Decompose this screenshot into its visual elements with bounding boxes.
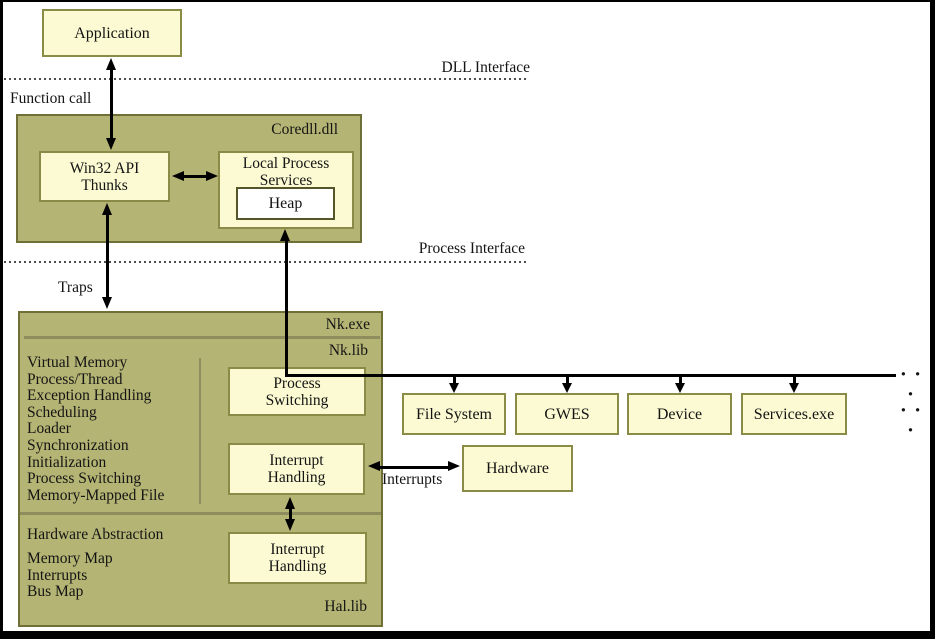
arrow-line-vertical (110, 68, 113, 140)
interrupt-handling-hal-box: Interrupt Handling (228, 532, 367, 584)
nk-exe-nk-lib-divider (24, 336, 380, 339)
arrow-line-vertical (566, 377, 569, 385)
arrowhead-up-icon (102, 203, 112, 215)
services-exe-box: Services.exe (741, 393, 847, 435)
arrow-line-vertical (679, 377, 682, 385)
process-interface-dotted-line (4, 261, 528, 263)
arrowhead-right-icon (206, 171, 218, 181)
arrow-line-vertical (453, 377, 456, 385)
list-item: Synchronization (27, 436, 129, 454)
hal-items-list: Memory Map Interrupts Bus Map (27, 550, 177, 601)
arrowhead-down-icon (285, 519, 295, 531)
kernel-services-list: Virtual Memory Process/Thread Exception … (27, 354, 197, 504)
win32-api-thunks-box: Win32 API Thunks (39, 151, 170, 202)
list-item: Interrupts (27, 566, 88, 584)
nk-lib-label: Nk.lib (328, 342, 368, 359)
arrow-line-vertical (106, 213, 109, 299)
arrowhead-left-icon (368, 461, 380, 471)
gwes-box: GWES (515, 393, 619, 435)
arrow-line-horizontal (182, 175, 208, 178)
interrupt-handling-kernel-box: Interrupt Handling (228, 443, 365, 495)
page-border-right (930, 0, 935, 639)
arrow-line-vertical (285, 239, 288, 377)
arrowhead-down-icon (789, 383, 799, 393)
list-item: Memory Map (27, 550, 113, 567)
application-box: Application (42, 9, 182, 57)
arrowhead-up-icon (285, 497, 295, 509)
dll-interface-dotted-line (4, 78, 528, 80)
hal-section-divider (20, 512, 381, 515)
hal-lib-label: Hal.lib (324, 598, 367, 615)
arrowhead-right-icon (448, 461, 460, 471)
coredll-title-label: Coredll.dll (271, 121, 338, 138)
heap-box: Heap (236, 187, 335, 220)
arrowhead-down-icon (102, 297, 112, 309)
list-item: Process/Thread (27, 370, 123, 388)
nk-exe-label: Nk.exe (325, 316, 370, 333)
arrowhead-down-icon (106, 138, 116, 150)
list-item: Initialization (27, 453, 107, 471)
kernel-vertical-divider (199, 358, 201, 504)
arrow-line-horizontal (285, 374, 896, 377)
continuation-ellipsis: · · · (899, 398, 923, 442)
device-box: Device (627, 393, 732, 435)
page-border-top (0, 0, 935, 2)
arrowhead-down-icon (675, 383, 685, 393)
list-item: Memory-Mapped File (27, 486, 165, 504)
list-item: Bus Map (27, 583, 84, 601)
list-item: Scheduling (27, 403, 97, 421)
process-interface-label: Process Interface (418, 240, 525, 257)
arrowhead-up-icon (106, 58, 116, 70)
arrow-line-vertical (793, 377, 796, 385)
page-border-left (0, 0, 3, 639)
hardware-abstraction-label: Hardware Abstraction (27, 526, 164, 543)
interrupts-label: Interrupts (382, 471, 443, 488)
list-item: Virtual Memory (27, 354, 128, 371)
traps-label: Traps (58, 279, 93, 296)
arrowhead-left-icon (172, 171, 184, 181)
arrowhead-up-icon (280, 229, 290, 241)
arrow-line-vertical (289, 507, 292, 521)
function-call-label: Function call (10, 90, 92, 107)
dll-interface-label: DLL Interface (441, 59, 531, 76)
list-item: Exception Handling (27, 387, 152, 405)
arrowhead-down-icon (562, 383, 572, 393)
list-item: Process Switching (27, 470, 142, 488)
arrowhead-down-icon (449, 383, 459, 393)
arrow-line-horizontal (379, 466, 449, 469)
file-system-box: File System (402, 393, 506, 435)
continuation-ellipsis: · · · (899, 362, 923, 406)
list-item: Loader (27, 420, 71, 438)
page-border-bottom (0, 631, 935, 639)
hardware-box: Hardware (462, 445, 573, 492)
